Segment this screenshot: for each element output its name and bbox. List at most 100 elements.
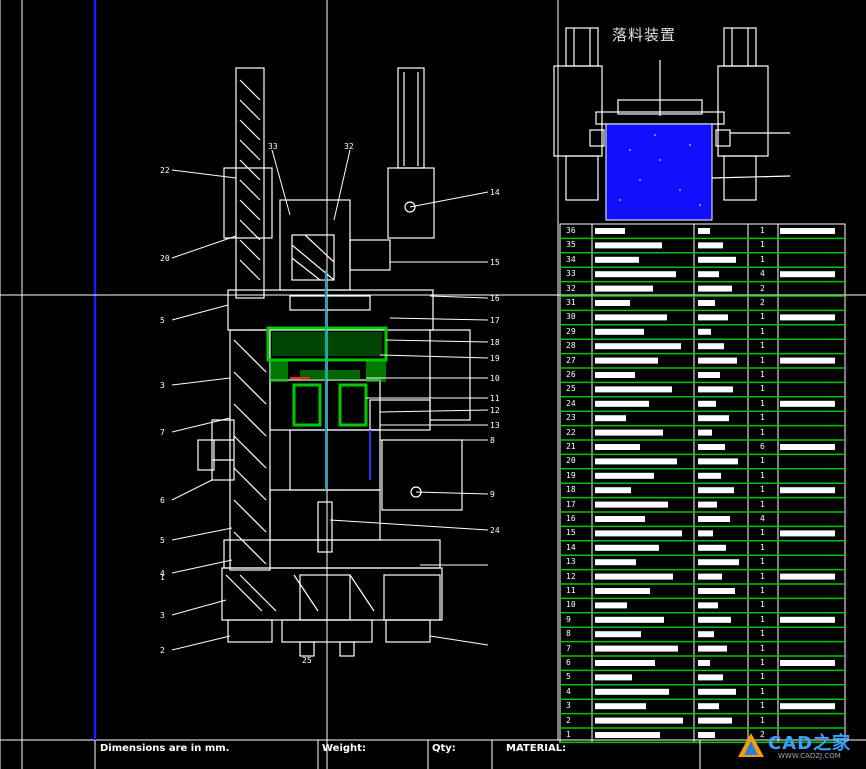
bom-item-qty: 1	[760, 355, 765, 365]
bom-part-name	[595, 400, 649, 407]
bom-item-qty: 1	[760, 398, 765, 408]
bom-item-qty: 1	[760, 643, 765, 653]
bom-part-name	[595, 343, 681, 350]
bom-part-name	[595, 300, 630, 306]
bom-item-number: 35	[566, 240, 576, 250]
bom-item-number: 27	[566, 355, 576, 365]
bom-material	[698, 688, 736, 695]
bom-part-name	[595, 631, 641, 638]
bom-remark	[780, 314, 835, 321]
bom-part-name	[595, 386, 672, 393]
bom-item-qty: 1	[760, 614, 765, 624]
bom-material	[698, 343, 724, 350]
part-balloon-top: 33	[268, 142, 278, 151]
highlighted-components	[266, 270, 388, 490]
bom-item-number: 16	[566, 514, 576, 523]
bom-part-name	[595, 372, 635, 378]
cad-logo-icon	[738, 733, 764, 757]
bom-material	[698, 501, 717, 508]
part-balloon-left: 6	[160, 496, 165, 505]
leader-lines-left	[171, 149, 351, 651]
part-balloon-left: 3	[160, 611, 165, 620]
bom-material	[698, 300, 715, 306]
bom-item-qty: 1	[760, 571, 765, 581]
bom-material	[698, 530, 713, 537]
bom-material	[698, 573, 722, 580]
part-balloon-left: 4	[160, 569, 165, 578]
part-balloon-right: 15	[490, 258, 500, 267]
bom-item-number: 1	[566, 730, 571, 739]
bom-item-number: 22	[566, 427, 576, 437]
bom-item-number: 2	[566, 715, 571, 725]
bom-item-qty: 1	[760, 413, 765, 423]
bom-part-name	[595, 732, 660, 738]
bom-material	[698, 372, 720, 378]
part-balloon-left: 5	[160, 536, 165, 545]
bom-material	[698, 674, 723, 681]
bom-item-qty: 1	[760, 658, 765, 667]
blanking-device-view	[553, 27, 791, 201]
leader-lines-right	[329, 191, 489, 646]
bom-part-name	[595, 487, 631, 494]
bom-item-qty: 1	[760, 326, 765, 336]
bom-part-name	[595, 645, 678, 652]
bom-item-qty: 1	[760, 557, 765, 567]
bom-item-number: 33	[566, 269, 576, 279]
bom-part-name	[595, 717, 683, 724]
bom-material	[698, 314, 728, 321]
part-balloon-left: 7	[160, 428, 165, 437]
bom-item-qty: 1	[760, 456, 765, 466]
bom-remark	[780, 228, 835, 234]
bom-part-name	[595, 516, 645, 522]
part-balloon-left: 20	[160, 254, 170, 263]
bom-item-qty: 1	[760, 715, 765, 725]
bom-material	[698, 516, 730, 522]
bom-part-name	[595, 688, 669, 695]
material-label: MATERIAL:	[506, 743, 567, 754]
bom-part-name	[595, 588, 650, 594]
bom-item-qty: 1	[760, 254, 765, 264]
part-balloon-right: 18	[490, 338, 500, 347]
bom-item-number: 19	[566, 470, 576, 480]
bom-item-qty: 2	[760, 730, 765, 739]
blanking-block-dots	[619, 134, 701, 206]
bom-material	[698, 472, 721, 479]
bom-material	[698, 717, 732, 724]
bom-material	[698, 631, 714, 638]
part-balloon-right: 17	[490, 316, 500, 325]
bom-item-number: 12	[566, 571, 576, 581]
bom-remark	[780, 573, 835, 580]
watermark-url: WWW.CADZJ.COM	[778, 752, 841, 760]
bom-item-number: 26	[566, 370, 576, 379]
bom-item-number: 13	[566, 557, 576, 567]
bom-remark	[780, 616, 835, 623]
bom-item-qty: 6	[760, 442, 765, 451]
bom-item-number: 15	[566, 528, 576, 538]
bom-item-number: 36	[566, 226, 576, 235]
bom-material	[698, 357, 737, 364]
bom-item-qty: 1	[760, 427, 765, 437]
bom-item-qty: 1	[760, 672, 765, 682]
bom-material	[698, 242, 723, 249]
bom-item-qty: 1	[760, 528, 765, 538]
part-balloon-right: 10	[490, 374, 500, 383]
bom-item-number: 11	[566, 586, 576, 595]
bom-item-qty: 1	[760, 384, 765, 394]
bom-item-qty: 1	[760, 686, 765, 696]
part-balloon-left: 2	[160, 646, 165, 655]
bom-item-number: 31	[566, 298, 576, 307]
bom-part-name	[595, 660, 655, 666]
blanking-block-blue	[605, 123, 713, 221]
bom-item-qty: 1	[760, 701, 765, 711]
bom-item-qty: 1	[760, 240, 765, 250]
bom-item-number: 18	[566, 485, 576, 495]
bom-material	[698, 732, 715, 738]
bom-remark	[780, 357, 835, 364]
bom-material	[698, 444, 725, 450]
bom-material	[698, 660, 710, 666]
bom-item-number: 4	[566, 686, 571, 696]
bom-material	[698, 487, 734, 494]
bom-material	[698, 271, 719, 278]
bom-item-number: 17	[566, 499, 576, 509]
